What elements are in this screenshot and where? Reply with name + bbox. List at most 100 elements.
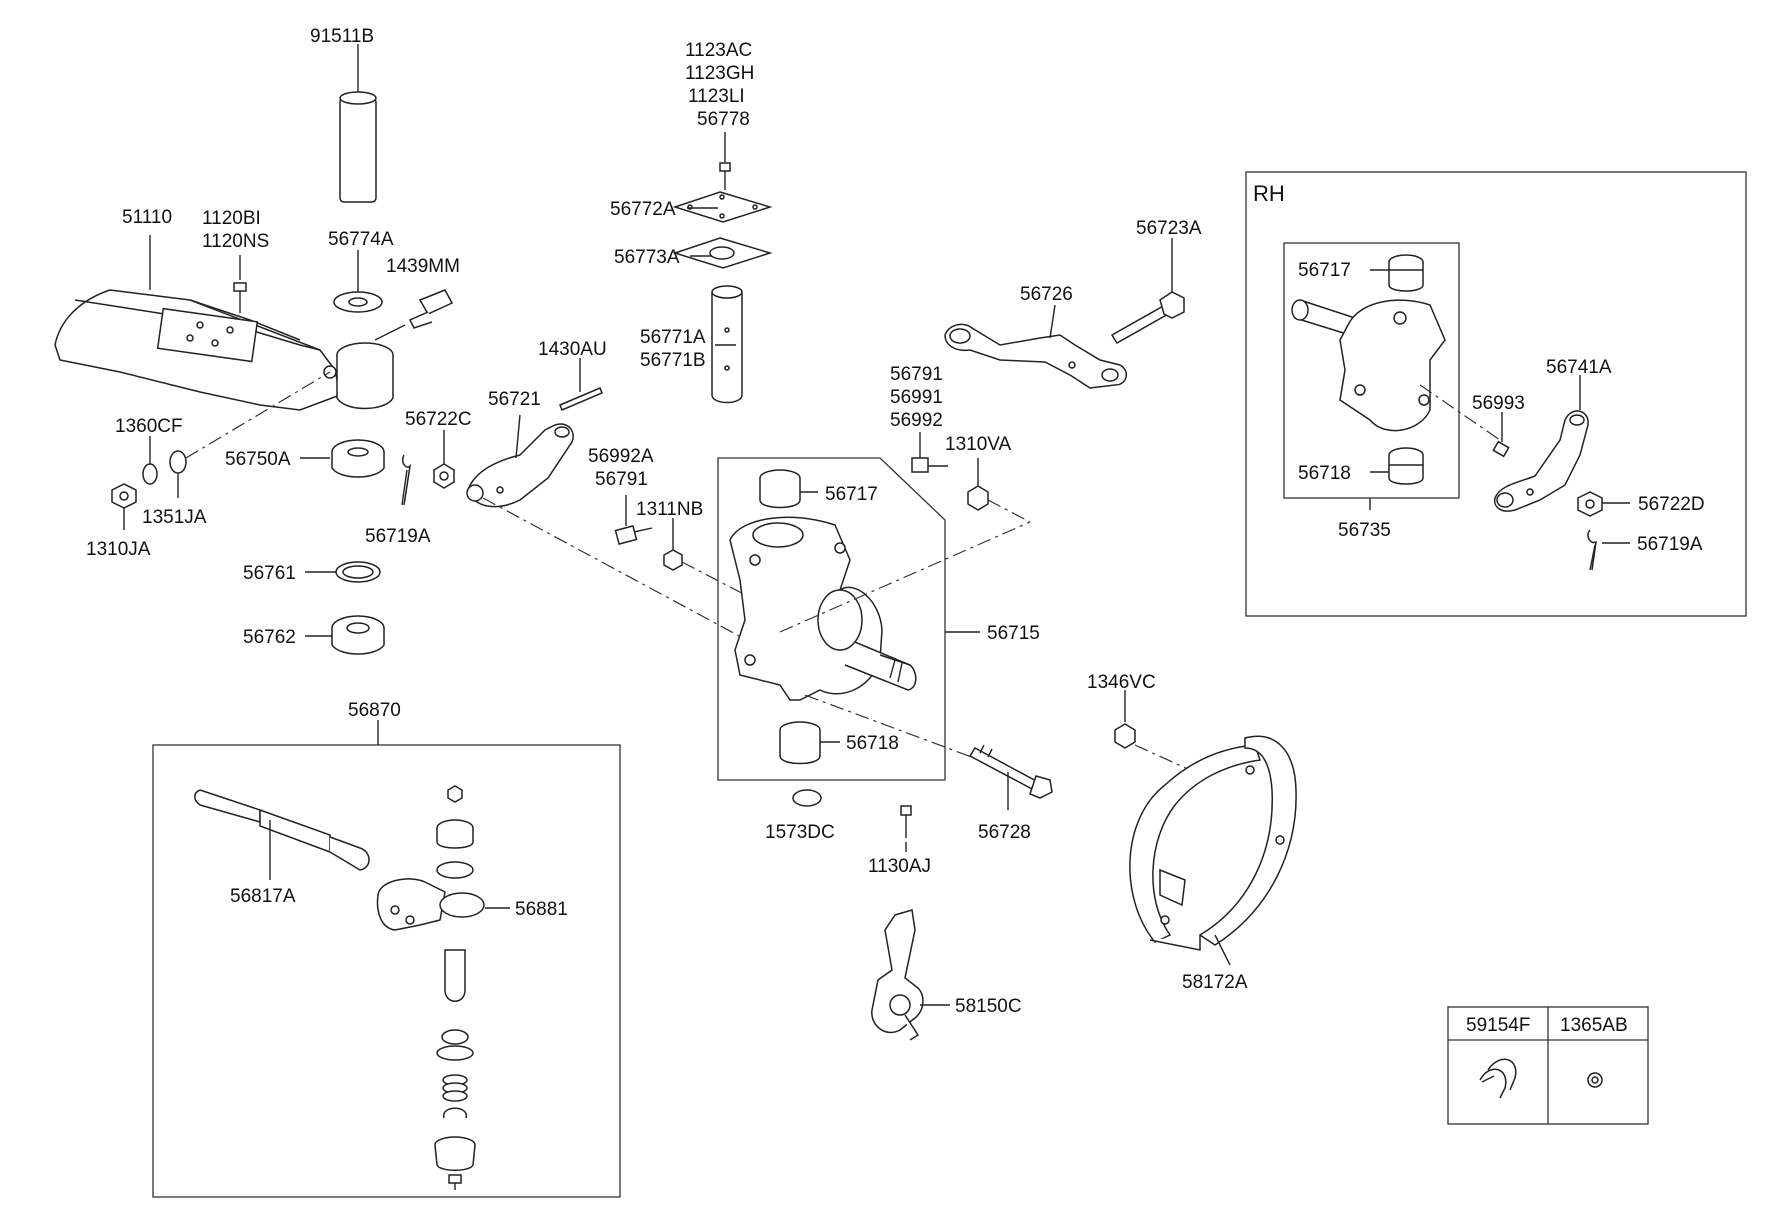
label-56717-rh: 56717 — [1298, 260, 1351, 281]
nut-56722D[interactable] — [1577, 491, 1603, 517]
grease-fitting-1439MM[interactable] — [408, 289, 454, 329]
drag-arm-56726[interactable] — [944, 323, 1127, 389]
tie-rod-56817A[interactable] — [194, 789, 370, 871]
label-56771A: 56771A — [640, 327, 706, 348]
nut-1310JA[interactable] — [111, 483, 137, 509]
label-56761: 56761 — [243, 563, 296, 584]
o-ring-1573DC[interactable] — [792, 789, 822, 807]
nut-1310VA[interactable] — [967, 485, 989, 511]
label-56774A: 56774A — [328, 229, 394, 250]
tie-rod-end-56881[interactable] — [376, 878, 485, 931]
bushing-56717-rh[interactable] — [1388, 254, 1424, 292]
screw-56778[interactable] — [719, 162, 731, 190]
knuckle-56715[interactable] — [729, 516, 917, 701]
label-1346VC: 1346VC — [1087, 672, 1156, 693]
washer-1351JA[interactable] — [169, 450, 187, 474]
nut-56722C[interactable] — [433, 463, 455, 489]
bearing-56750A[interactable] — [331, 439, 385, 478]
bolt-1130AJ[interactable] — [900, 805, 912, 838]
label-56718-rh: 56718 — [1298, 463, 1351, 484]
cover-56772A[interactable] — [672, 191, 773, 223]
cotter-pin-1430AU[interactable] — [559, 387, 603, 411]
axle-beam-51110[interactable] — [54, 289, 394, 411]
label-1430AU: 1430AU — [538, 339, 607, 360]
label-56870: 56870 — [348, 700, 401, 721]
label-56728: 56728 — [978, 822, 1031, 843]
label-56773A: 56773A — [614, 247, 680, 268]
label-56721: 56721 — [488, 389, 541, 410]
label-56735: 56735 — [1338, 520, 1391, 541]
bolt-56728[interactable] — [968, 744, 1053, 799]
steering-arm-56741A[interactable] — [1493, 410, 1589, 512]
label-56993: 56993 — [1472, 393, 1525, 414]
label-1439MM: 1439MM — [386, 256, 460, 277]
tie-rod-box — [152, 744, 621, 1198]
gasket-56773A[interactable] — [672, 237, 773, 269]
knuckle-assembly-outline — [717, 457, 946, 781]
slack-adjuster-58150C[interactable] — [871, 909, 924, 1041]
label-56762: 56762 — [243, 627, 296, 648]
label-56881: 56881 — [515, 899, 568, 920]
label-56772A: 56772A — [610, 199, 676, 220]
bushing-56718-rh[interactable] — [1388, 447, 1424, 485]
rh-label: RH — [1253, 181, 1285, 206]
label-56718-center: 56718 — [846, 733, 899, 754]
legend-table — [1447, 1006, 1649, 1125]
label-91511B: 91511B — [310, 26, 374, 47]
cotter-pin-56719A-rh[interactable] — [1587, 529, 1597, 571]
label-56722C: 56722C — [405, 409, 472, 430]
brake-shoe-58172A[interactable] — [1129, 735, 1297, 951]
label-1310VA: 1310VA — [945, 434, 1012, 455]
washer-56774A[interactable] — [333, 291, 383, 313]
steering-arm-56721[interactable] — [466, 423, 574, 508]
label-1123LI: 1123LI — [688, 86, 745, 107]
bolt-56791-b[interactable] — [911, 457, 948, 473]
label-56771B: 56771B — [640, 350, 706, 371]
label-56817A: 56817A — [230, 886, 296, 907]
label-56992: 56992 — [890, 410, 943, 431]
label-1573DC: 1573DC — [765, 822, 835, 843]
seal-56762[interactable] — [331, 615, 385, 655]
label-51110: 51110 — [122, 207, 172, 228]
rh-knuckle-inner-box — [1283, 242, 1460, 499]
legend-col1: 59154F — [1466, 1015, 1530, 1036]
nut-1311NB[interactable] — [663, 549, 683, 571]
label-56992A: 56992A — [588, 446, 654, 467]
cotter-pin-56719A[interactable] — [401, 454, 412, 506]
label-1123AC: 1123AC — [685, 40, 752, 61]
bushing-56718[interactable] — [779, 721, 821, 765]
label-58150C: 58150C — [955, 996, 1022, 1017]
washer-1365AB-icon — [1587, 1072, 1603, 1088]
label-1351JA: 1351JA — [142, 507, 207, 528]
label-56719A-left: 56719A — [365, 526, 431, 547]
label-1120NS: 1120NS — [202, 231, 269, 252]
label-1311NB: 1311NB — [636, 499, 703, 520]
king-pin-91511B[interactable] — [339, 91, 377, 203]
label-56722D: 56722D — [1638, 494, 1705, 515]
shim-56761[interactable] — [335, 561, 381, 583]
bolt-56791[interactable] — [614, 524, 653, 546]
bolt-56723A[interactable] — [1110, 291, 1185, 345]
label-1360CF: 1360CF — [115, 416, 183, 437]
label-56791-b: 56791 — [890, 364, 943, 385]
label-56741A: 56741A — [1546, 357, 1612, 378]
label-1120BI: 1120BI — [202, 208, 261, 229]
label-56750A: 56750A — [225, 449, 291, 470]
label-58172A: 58172A — [1182, 972, 1248, 993]
ball-joint-stack[interactable] — [434, 785, 476, 1190]
king-pin-56771A[interactable] — [711, 285, 743, 404]
bolt-56993[interactable] — [1492, 440, 1510, 458]
label-1123GH: 1123GH — [685, 63, 754, 84]
lock-washer-1360CF[interactable] — [142, 463, 158, 485]
label-56778: 56778 — [697, 109, 750, 130]
bolt-1120BI[interactable] — [233, 282, 247, 313]
label-56791-a: 56791 — [595, 469, 648, 490]
label-56715: 56715 — [987, 623, 1040, 644]
label-1310JA: 1310JA — [86, 539, 151, 560]
rh-box — [1245, 171, 1747, 617]
bushing-56717[interactable] — [759, 469, 801, 509]
nut-1346VC[interactable] — [1114, 723, 1136, 749]
label-56723A: 56723A — [1136, 218, 1202, 239]
knuckle-rh[interactable] — [1291, 299, 1446, 432]
